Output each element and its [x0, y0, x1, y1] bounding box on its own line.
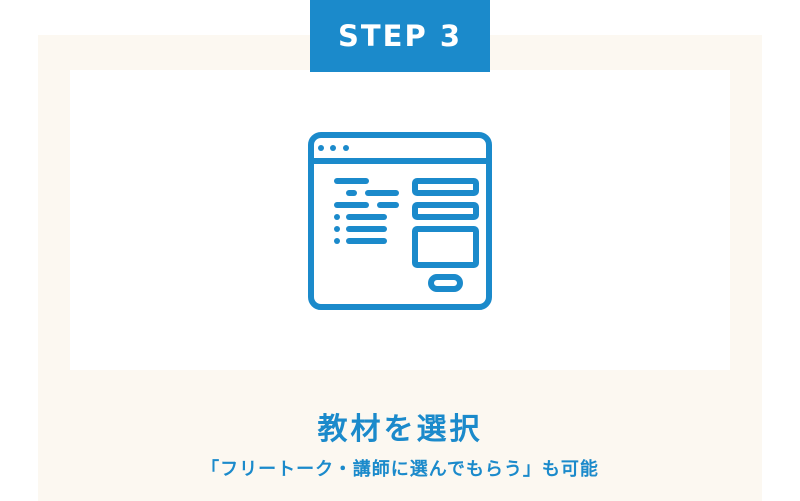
step-label: STEP 3	[337, 19, 462, 53]
step-title: 教材を選択	[317, 412, 483, 447]
illustration-panel	[70, 70, 730, 370]
step-badge: STEP 3	[310, 0, 490, 72]
step-subtitle: 「フリートーク・講師に選んでもらう」も可能	[201, 459, 599, 480]
browser-window-form-icon	[306, 130, 494, 312]
